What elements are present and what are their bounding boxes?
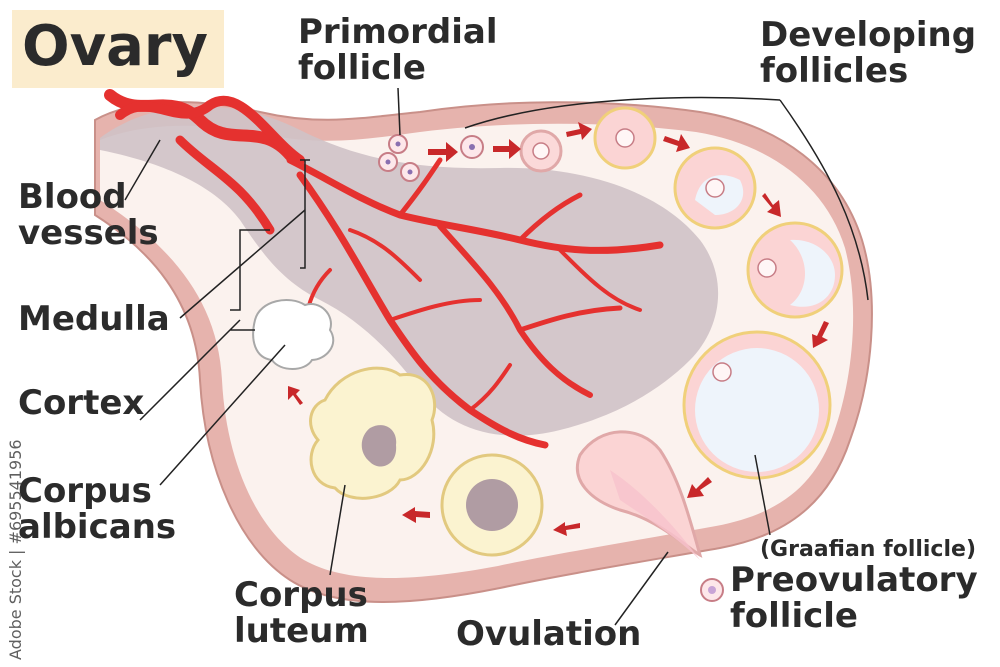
label-blood-vessels: Blood vessels (18, 177, 159, 253)
label-blood-vessels-line2: vessels (18, 212, 159, 253)
leader-lines (124, 87, 869, 626)
label-graafian-follicle: (Graafian follicle) (760, 537, 976, 562)
label-primordial-follicle-line1: Primordial (298, 12, 498, 52)
corpus-luteum (309, 366, 437, 500)
label-preovulatory-follicle-line1: Preovulatory (730, 560, 978, 600)
label-preovulatory-follicle-line2: follicle (730, 595, 858, 636)
stock-watermark: Adobe Stock | #695541956 (6, 439, 25, 660)
label-corpus-luteum-line1: Corpus (234, 575, 368, 615)
label-corpus-albicans-line2: albicans (18, 506, 177, 547)
ovulation-stream (610, 470, 715, 575)
label-developing-follicles-line1: Developing (760, 15, 977, 55)
corpus-albicans (252, 299, 335, 370)
cycle-arrows (288, 122, 829, 536)
oocyte-dots (385, 141, 475, 175)
label-medulla: Medulla (18, 299, 170, 339)
label-preovulatory-follicle: Preovulatory follicle (730, 560, 978, 636)
label-cortex: Cortex (18, 383, 145, 423)
label-primordial-follicle-line2: follicle (298, 47, 426, 88)
label-ovulation: Ovulation (456, 614, 642, 654)
label-corpus-luteum-line2: luteum (234, 610, 369, 651)
title-background (12, 10, 224, 88)
blood-vessel-network (104, 89, 664, 449)
diagram-title: Ovary (22, 14, 209, 79)
label-primordial-follicle: Primordial follicle (298, 12, 498, 88)
label-corpus-albicans-line1: Corpus (18, 471, 152, 511)
label-corpus-luteum: Corpus luteum (234, 575, 369, 651)
label-developing-follicles: Developing follicles (760, 15, 977, 91)
label-blood-vessels-line1: Blood (18, 177, 127, 217)
label-corpus-albicans: Corpus albicans (18, 471, 177, 547)
released-oocyte-nucleus (708, 586, 716, 594)
corpus-luteum-young (440, 453, 544, 557)
label-developing-follicles-line2: follicles (760, 50, 909, 91)
developing-follicle-sequence (519, 106, 844, 480)
